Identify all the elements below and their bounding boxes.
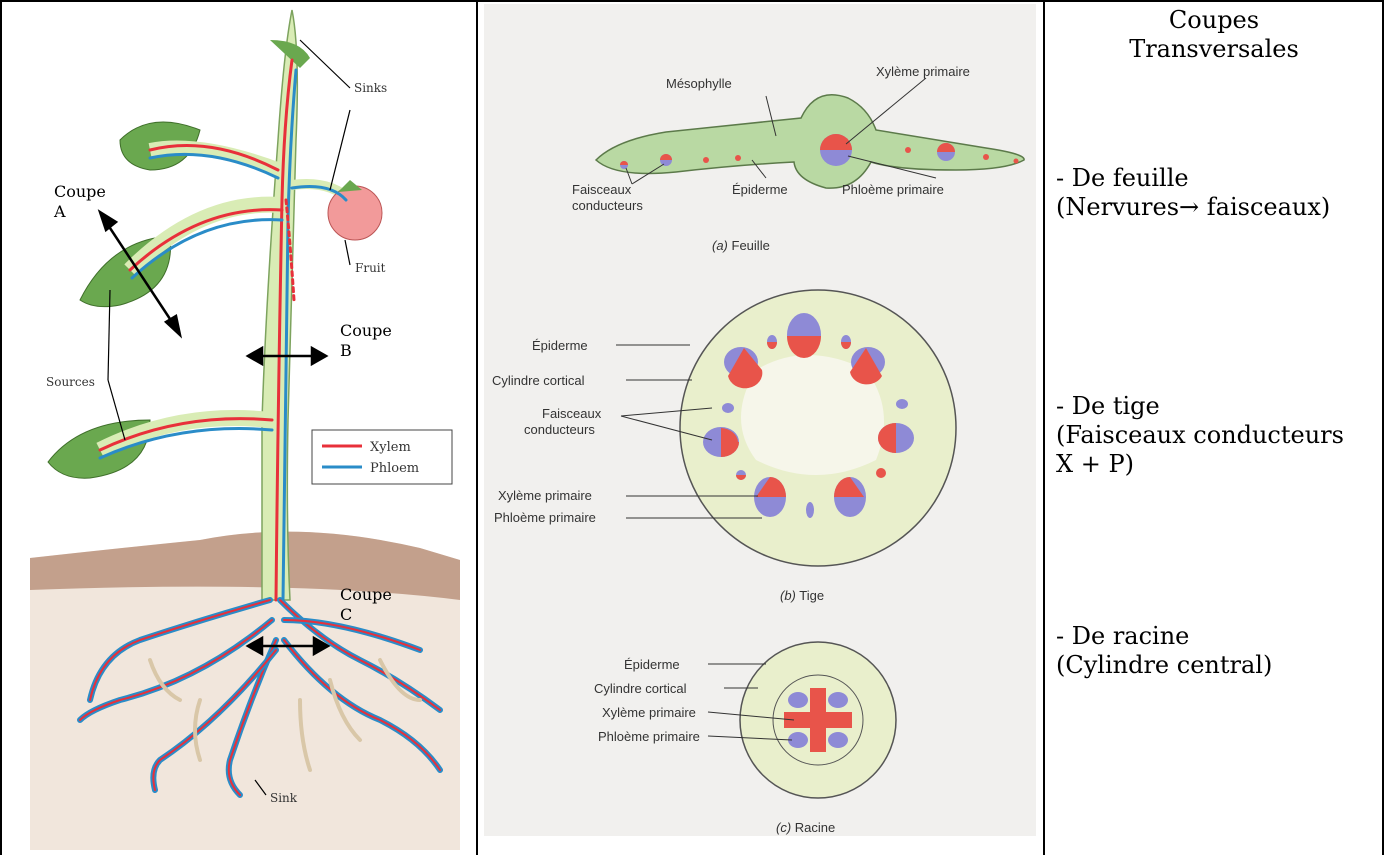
legend-phloem: Phloem (370, 461, 419, 476)
stem-cylindre: Cylindre cortical (492, 373, 585, 388)
item-stem: - De tige (Faisceaux conducteurs X + P) (1056, 392, 1344, 479)
stem-phloeme: Phloème primaire (494, 510, 596, 525)
legend-xylem: Xylem (370, 440, 411, 455)
coupes-title: Coupes Transversales (1044, 6, 1384, 64)
table-border-left (0, 0, 2, 855)
leaf-caption: (a) Feuille (712, 238, 770, 253)
root-phloeme: Phloème primaire (598, 729, 700, 744)
plant-diagram: Xylem Phloem Sinks Fruit Sources Sink Co… (0, 0, 476, 855)
leaf-mesophylle: Mésophylle (666, 76, 732, 91)
fruit (328, 186, 382, 240)
root-cylindre: Cylindre cortical (594, 681, 687, 696)
plant-diagram-cell: Xylem Phloem Sinks Fruit Sources Sink Co… (0, 0, 476, 855)
label-fruit: Fruit (355, 261, 386, 275)
label-sinks: Sinks (354, 81, 387, 95)
text-cell: Coupes Transversales - De feuille (Nervu… (1044, 0, 1384, 855)
leaf-xyleme: Xylème primaire (876, 64, 970, 79)
leaf-epiderme: Épiderme (732, 182, 788, 197)
label-sources: Sources (46, 375, 95, 389)
legend: Xylem Phloem (312, 430, 452, 484)
item-root: - De racine (Cylindre central) (1056, 622, 1272, 680)
root-epiderme: Épiderme (624, 657, 680, 672)
table-border-top (0, 0, 1384, 2)
stem-epiderme: Épiderme (532, 338, 588, 353)
table-divider-1 (476, 0, 478, 855)
root-xyleme: Xylème primaire (602, 705, 696, 720)
stem-caption: (b) Tige (780, 588, 824, 603)
root-caption: (c) Racine (776, 820, 835, 835)
table-divider-2 (1043, 0, 1045, 855)
item-leaf: - De feuille (Nervures→ faisceaux) (1056, 164, 1330, 222)
stem-xyleme: Xylème primaire (498, 488, 592, 503)
label-sink: Sink (270, 791, 298, 805)
leaf-phloeme: Phloème primaire (842, 182, 944, 197)
